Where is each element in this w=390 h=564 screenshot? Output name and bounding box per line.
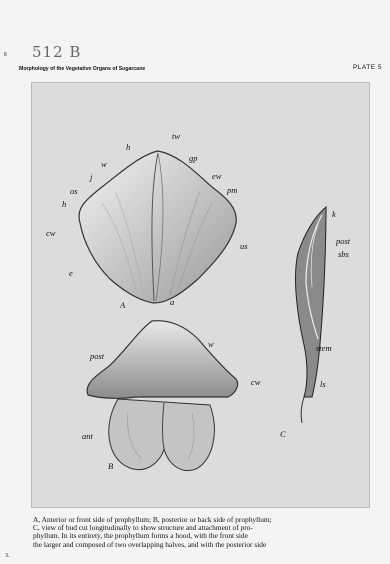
bottom-margin-mark: 3.	[5, 553, 10, 559]
label-c-k: k	[332, 209, 336, 219]
label-a-cw: cw	[46, 228, 56, 238]
margin-page-number: 6	[4, 52, 7, 58]
label-b-ant: ant	[82, 431, 94, 441]
plate-illustration: tw h gp w ew j pm os h cw us e A a post …	[31, 82, 370, 508]
label-c-ls: ls	[320, 379, 326, 389]
label-c-sbs: sbs	[338, 249, 350, 259]
label-b-post: post	[89, 351, 105, 361]
label-a-h-lower: h	[62, 199, 66, 209]
label-a-w: w	[101, 159, 107, 169]
label-a-os: os	[70, 186, 78, 196]
label-b-cw: cw	[251, 377, 261, 387]
label-a-gp: gp	[189, 153, 198, 163]
label-b-w: w	[208, 339, 214, 349]
label-a-h: h	[126, 142, 130, 152]
label-c-post: post	[335, 236, 351, 246]
label-c-figure: C	[280, 429, 286, 439]
label-a-a: a	[170, 297, 174, 307]
label-c-stem: stem	[316, 343, 332, 353]
plate-caption: A, Anterior or front side of prophyllum;…	[33, 516, 387, 549]
label-a-e: e	[69, 268, 73, 278]
label-a-figure: A	[119, 300, 126, 310]
figure-c-bud-section	[296, 207, 326, 423]
handwritten-catalog-mark: 512 B	[32, 43, 81, 61]
label-a-tw: tw	[172, 131, 180, 141]
plate-label: PLATE 5	[353, 64, 382, 71]
label-b-figure: B	[108, 461, 113, 471]
label-a-us: us	[240, 241, 248, 251]
caption-line: the larger and composed of two overlappi…	[33, 541, 387, 549]
label-a-pm: pm	[226, 185, 237, 195]
figure-b-prophyllum-back	[87, 321, 237, 471]
label-a-ew: ew	[212, 171, 222, 181]
botanical-drawing: tw h gp w ew j pm os h cw us e A a post …	[32, 83, 369, 507]
running-head: Morphology of the Vegetative Organs of S…	[19, 66, 145, 72]
label-a-j: j	[89, 172, 93, 182]
